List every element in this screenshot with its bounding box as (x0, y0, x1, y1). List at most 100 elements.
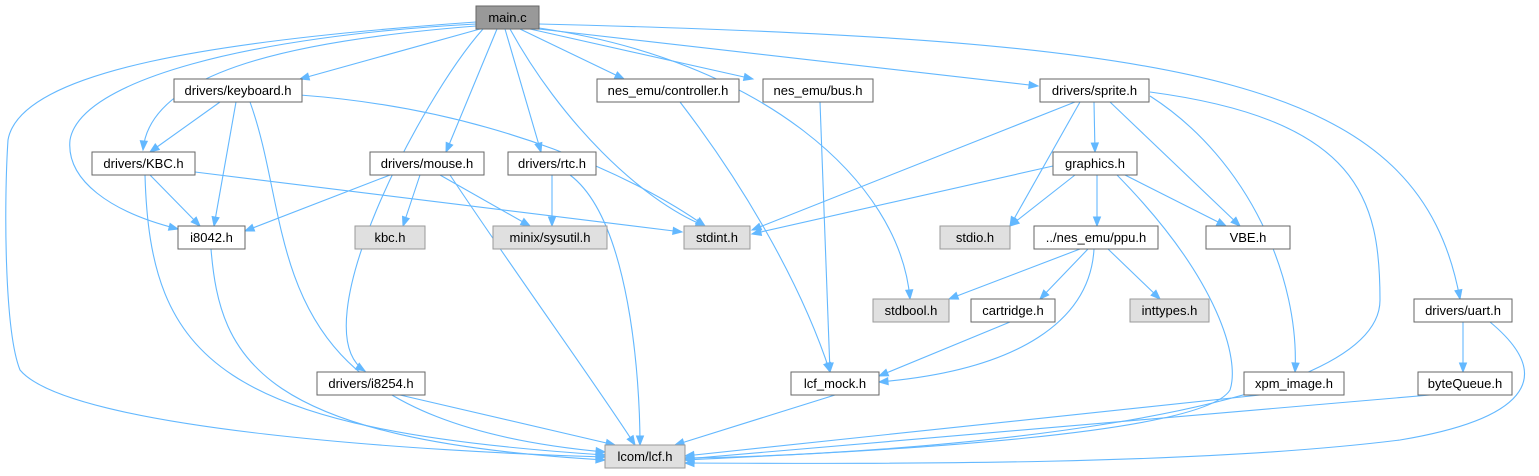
node-drivers-uart-h[interactable]: drivers/uart.h (1413, 298, 1513, 323)
node-nes-emu-bus-h[interactable]: nes_emu/bus.h (762, 78, 874, 103)
edge-main-to-stdint (509, 28, 706, 227)
arrowhead-main-to-stdbool (904, 289, 914, 301)
edge-bus-to-lcfmock (819, 101, 831, 373)
node-vbe-h[interactable]: VBE.h (1205, 225, 1291, 250)
node-lcf-mock-h[interactable]: lcf_mock.h (790, 371, 880, 396)
arrowhead-cartridge-to-lcfmock (877, 368, 890, 377)
edge-graphics-to-stdio (1009, 174, 1076, 227)
edge-rtc-to-lcf (569, 174, 641, 446)
node-stdint-h[interactable]: stdint.h (683, 225, 751, 250)
header-nodes: main.c drivers/keyboard.h nes_emu/contro… (91, 5, 1513, 469)
edge-main-to-stdbool (538, 27, 911, 300)
arrowhead-i8042-to-lcf (595, 455, 607, 464)
edge-sprite-to-stdint (751, 101, 1076, 231)
edge-mouse-to-lcf (449, 174, 636, 446)
edge-kbc-to-stdint (194, 171, 683, 233)
node-stdio-h[interactable]: stdio.h (939, 225, 1011, 250)
node-label: drivers/keyboard.h (185, 83, 292, 98)
node-label: nes_emu/bus.h (774, 83, 863, 98)
edge-main-to-lcf (5, 21, 606, 458)
arrowhead-bus-to-lcfmock (825, 362, 834, 374)
node-label: drivers/i8254.h (328, 376, 413, 391)
edge-graphics-to-vbe (1124, 174, 1227, 227)
node-label: drivers/mouse.h (381, 156, 473, 171)
node-inttypes-h[interactable]: inttypes.h (1129, 298, 1210, 323)
edge-keyboard-to-stdint (299, 94, 706, 227)
arrowhead-main-to-uart (1454, 288, 1463, 301)
arrowhead-ppu-to-inttypes (1150, 289, 1161, 300)
arrowhead-mouse-to-lcf (626, 434, 636, 447)
edge-sprite-to-vbe (1109, 101, 1241, 227)
edge-sprite-to-stdio (1009, 101, 1081, 227)
node-i8042-h[interactable]: i8042.h (177, 225, 246, 250)
node-drivers-i8254-h[interactable]: drivers/i8254.h (316, 371, 426, 396)
node-main-c[interactable]: main.c (475, 5, 540, 30)
node-drivers-mouse-h[interactable]: drivers/mouse.h (369, 151, 485, 176)
node-label: xpm_image.h (1255, 376, 1333, 391)
edge-main-to-mouse (445, 28, 498, 153)
arrowhead-graphics-to-ppu (1092, 216, 1102, 228)
arrowhead-ppu-to-stdbool (947, 291, 960, 300)
arrowhead-kbc-to-i8042 (190, 216, 201, 227)
arrowhead-main-to-kbc (139, 140, 149, 152)
node-label: lcf_mock.h (804, 376, 866, 391)
arrowhead-graphics-to-stdio (1008, 216, 1021, 227)
edge-graphics-to-stdint (751, 165, 1054, 235)
arrowhead-main-to-keyboard (298, 72, 311, 81)
node-drivers-sprite-h[interactable]: drivers/sprite.h (1039, 78, 1150, 103)
arrowhead-rtc-to-sysutil (547, 216, 557, 228)
node-cartridge-h[interactable]: cartridge.h (970, 298, 1056, 323)
arrowhead-keyboard-to-stdint (694, 217, 707, 227)
arrowhead-ppu-to-cartridge (1039, 289, 1050, 300)
arrowhead-keyboard-to-i8042 (211, 215, 220, 228)
arrowhead-graphics-to-stdint (750, 227, 763, 237)
arrowhead-sprite-to-vbe (1230, 216, 1241, 227)
edge-uart-to-lcf (684, 321, 1525, 464)
edge-main-to-kbc (142, 25, 477, 151)
edge-ppu-to-stdbool (948, 248, 1081, 300)
node-label: cartridge.h (982, 303, 1043, 318)
node-graphics-h[interactable]: graphics.h (1052, 151, 1138, 176)
edge-keyboard-to-i8042 (213, 101, 237, 227)
edge-i8254-to-lcf (399, 394, 616, 446)
arrowhead-uart-to-bytequeue (1458, 362, 1468, 374)
arrowhead-main-to-mouse (445, 141, 454, 154)
edge-main-to-rtc (504, 28, 542, 153)
dependency-edges (5, 21, 1525, 468)
node-drivers-kbc-h[interactable]: drivers/KBC.h (91, 151, 196, 176)
edge-ppu-to-lcfmock (878, 248, 1095, 383)
node-kbc-h[interactable]: kbc.h (354, 225, 426, 250)
node-label: nes_emu/controller.h (608, 83, 729, 98)
arrowhead-mouse-to-i8042 (243, 223, 256, 232)
edge-kbc-to-i8042 (149, 174, 201, 227)
arrowhead-kbc-to-lcf (595, 450, 607, 459)
node-label: kbc.h (374, 230, 405, 245)
edge-main-to-i8042 (69, 23, 477, 230)
node-label: main.c (488, 10, 527, 25)
edge-ppu-to-inttypes (1107, 248, 1161, 300)
node-nes-emu-controller-h[interactable]: nes_emu/controller.h (596, 78, 740, 103)
arrowhead-main-to-i8254 (354, 362, 367, 372)
edge-kbc-to-lcf (144, 174, 606, 456)
node-drivers-rtc-h[interactable]: drivers/rtc.h (507, 151, 597, 176)
arrowhead-main-to-bus (742, 72, 755, 82)
arrowhead-mouse-to-kbcsys (401, 215, 411, 228)
node-lcom-lcf-h[interactable]: lcom/lcf.h (604, 444, 686, 469)
node-label: VBE.h (1230, 230, 1267, 245)
node-label: drivers/KBC.h (103, 156, 183, 171)
edge-main-to-keyboard (299, 28, 481, 80)
node-drivers-keyboard-h[interactable]: drivers/keyboard.h (173, 78, 303, 103)
node-bytequeue-h[interactable]: byteQueue.h (1417, 371, 1513, 396)
node-stdbool-h[interactable]: stdbool.h (872, 298, 950, 323)
arrowhead-mouse-to-sysutil (519, 217, 532, 227)
node-nes-emu-ppu-h[interactable]: ../nes_emu/ppu.h (1033, 225, 1159, 250)
arrowhead-sprite-to-graphics (1090, 142, 1100, 154)
node-minix-sysutil-h[interactable]: minix/sysutil.h (492, 225, 608, 250)
arrowhead-kbc-to-stdint (672, 226, 684, 236)
node-label: stdbool.h (885, 303, 938, 318)
arrowhead-keyboard-to-kbc (148, 143, 161, 153)
edge-mouse-to-sysutil (439, 174, 531, 227)
node-xpm-image-h[interactable]: xpm_image.h (1243, 371, 1345, 396)
arrowhead-main-to-sprite (1028, 80, 1040, 90)
